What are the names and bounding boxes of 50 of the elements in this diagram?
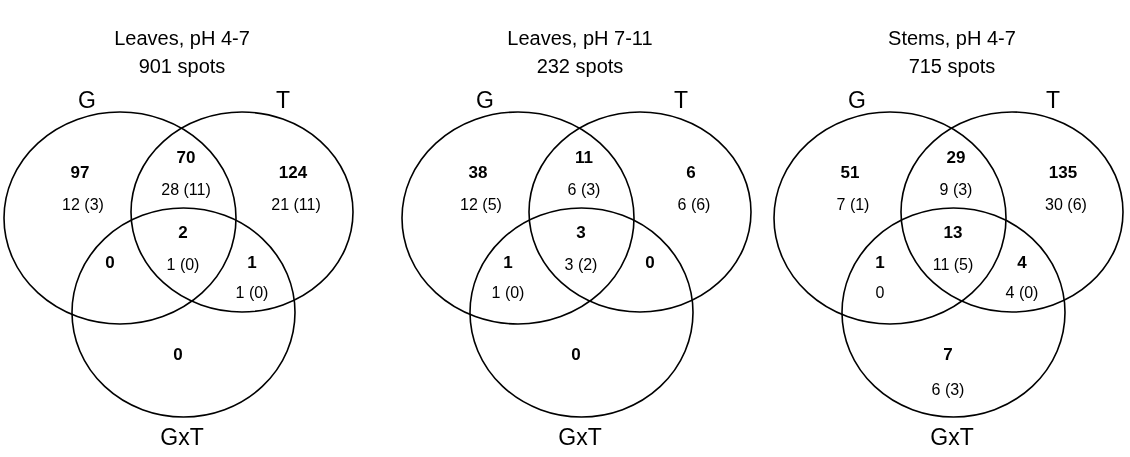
- region-detail: 6 (3): [931, 380, 965, 400]
- region-count: 1: [247, 253, 257, 273]
- panel-title: Leaves, pH 4-7 901 spots: [113, 26, 251, 79]
- region-detail: 30 (6): [1045, 195, 1087, 215]
- region-detail: 21 (11): [271, 195, 321, 215]
- region-count: 7: [943, 345, 953, 365]
- set-label: G: [476, 86, 494, 114]
- region-count: 97: [70, 163, 90, 183]
- region-detail: 0: [875, 283, 885, 303]
- region-count: 4: [1017, 253, 1027, 273]
- set-label: T: [1045, 86, 1061, 114]
- set-label: T: [275, 86, 291, 114]
- region-detail: 1 (0): [235, 283, 269, 303]
- region-count: 29: [946, 148, 966, 168]
- region-detail: 1 (0): [166, 255, 200, 275]
- region-count: 0: [105, 253, 115, 273]
- region-detail: 9 (3): [939, 180, 973, 200]
- region-count: 0: [571, 345, 581, 365]
- region-detail: 6 (3): [567, 180, 601, 200]
- region-count: 1: [875, 253, 885, 273]
- region-count: 3: [576, 223, 586, 243]
- region-detail: 3 (2): [564, 255, 598, 275]
- panel-title: Leaves, pH 7-11 232 spots: [506, 26, 654, 79]
- region-detail: 6 (6): [677, 195, 711, 215]
- region-detail: 12 (3): [62, 195, 104, 215]
- region-count: 51: [840, 163, 860, 183]
- region-count: 13: [943, 223, 963, 243]
- set-label: G: [78, 86, 96, 114]
- region-detail: 12 (5): [460, 195, 502, 215]
- region-count: 6: [686, 163, 696, 183]
- panel-title: Stems, pH 4-7 715 spots: [887, 26, 1017, 79]
- region-detail: 11 (5): [932, 255, 974, 275]
- region-detail: 1 (0): [491, 283, 525, 303]
- region-count: 38: [468, 163, 488, 183]
- set-label: GxT: [930, 423, 974, 451]
- region-count: 1: [503, 253, 513, 273]
- region-count: 2: [178, 223, 188, 243]
- region-count: 0: [173, 345, 183, 365]
- region-detail: 28 (11): [161, 180, 211, 200]
- set-label: T: [673, 86, 689, 114]
- region-detail: 4 (0): [1005, 283, 1039, 303]
- set-label: GxT: [558, 423, 602, 451]
- set-label: G: [848, 86, 866, 114]
- region-count: 124: [278, 163, 308, 183]
- set-label: GxT: [160, 423, 204, 451]
- region-count: 70: [176, 148, 196, 168]
- region-detail: 7 (1): [836, 195, 870, 215]
- region-count: 135: [1048, 163, 1078, 183]
- region-count: 0: [645, 253, 655, 273]
- region-count: 11: [575, 148, 593, 168]
